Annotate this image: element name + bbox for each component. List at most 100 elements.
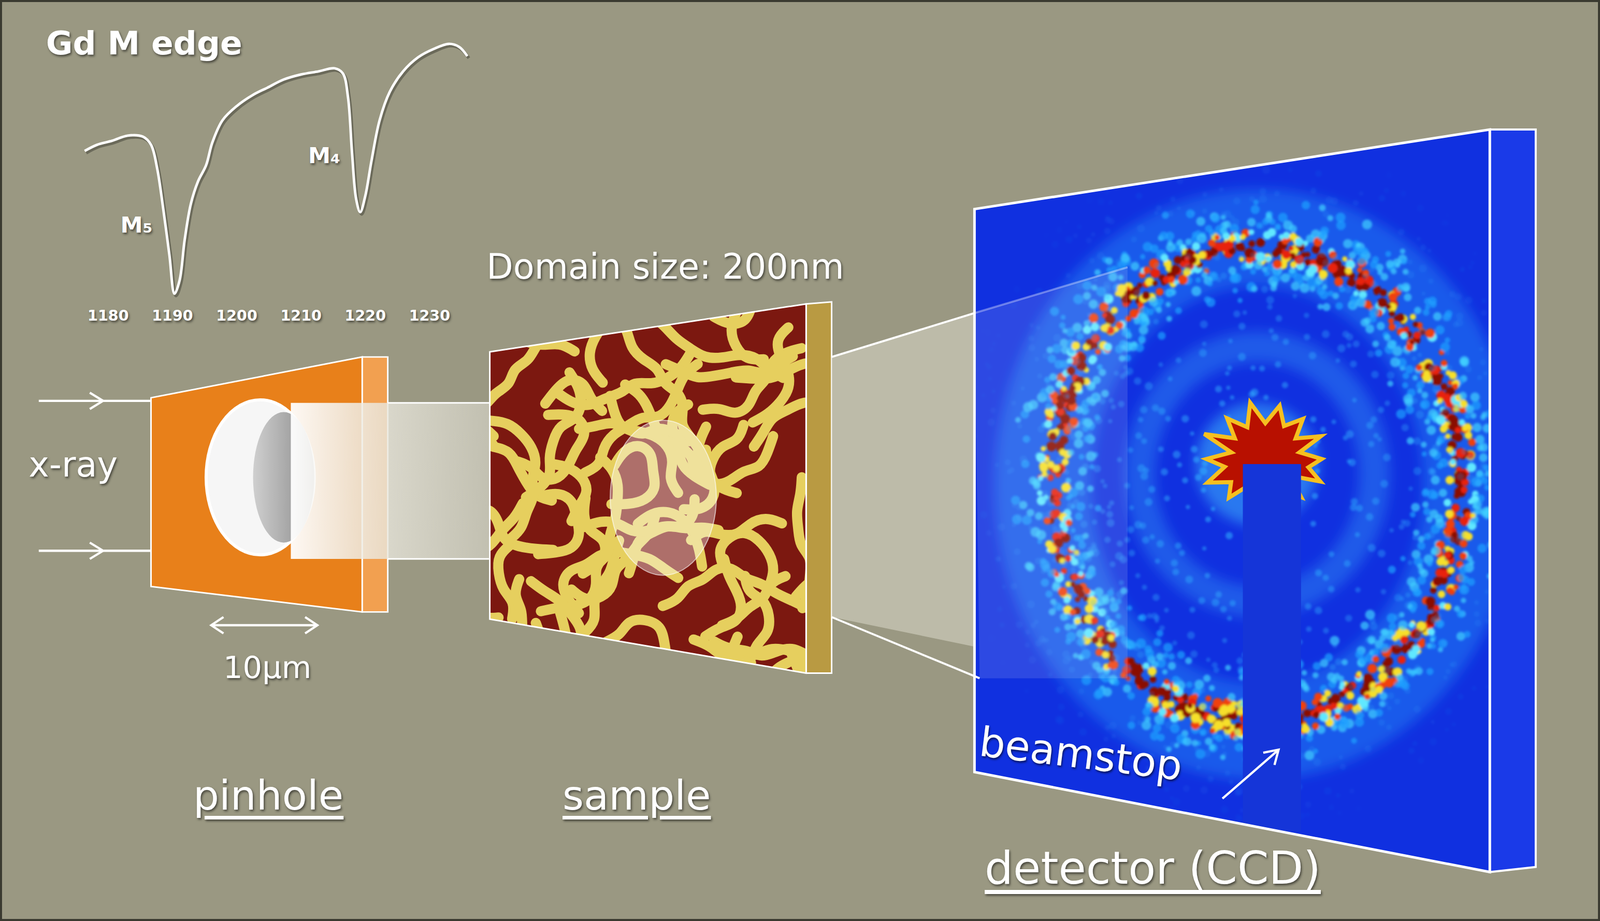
diffraction-ring-part-part [1259,187,1266,195]
diffraction-ring-part-part [1453,584,1459,590]
diffraction-ring-part-part [1423,508,1432,516]
diffraction-ring-part-part [1319,290,1329,300]
diffraction-ring-part-part [1140,254,1146,260]
diffraction-ring-part-part [1345,614,1353,623]
diffraction-ring-part-part [1129,310,1135,316]
diffraction-ring-part-part [1484,589,1489,594]
diffraction-ring-part-part [1405,365,1415,374]
diffraction-ring-part-part [1202,341,1207,347]
diffraction-ring-part-part [1403,293,1412,301]
diffraction-ring-part-part [1460,358,1467,366]
diffraction-ring-part-part [1400,555,1406,561]
diffraction-ring-part-part [1172,685,1179,693]
diffraction-ring-part-part [1200,320,1208,329]
diffraction-ring-part-part [1136,282,1143,288]
diffraction-ring-part-part [1470,512,1476,518]
diffraction-ring-part-part [1433,312,1443,322]
diffraction-ring-part-part [1464,413,1471,420]
diffraction-ring-part-part [1380,272,1389,281]
diffraction-ring-part-part [1403,394,1414,405]
diffraction-ring-part-part [1436,462,1444,469]
diffraction-ring-part-part [1353,290,1360,297]
diffraction-ring-part-part [1388,323,1396,331]
diffraction-ring-part-part [1421,451,1427,457]
diffraction-ring-part-part [1312,661,1321,671]
diffraction-ring-part-part [1427,628,1435,636]
diffraction-ring-part-part [1213,719,1224,731]
diffraction-ring-part-part [1460,597,1466,603]
diffraction-ring-part-part [1322,303,1331,311]
diffraction-ring-part-part [1143,266,1151,275]
diffraction-ring-part-part [1176,696,1184,704]
magnetic-domains-part [752,327,789,423]
diffraction-ring-part-part [1147,666,1157,676]
diffraction-ring-part-part [1157,332,1166,340]
xray-arrows-part [38,399,154,402]
diffraction-ring-part-part [1418,264,1427,273]
diffraction-ring-part-part [1274,361,1281,368]
diffraction-ring-part-part [1437,373,1444,379]
diffraction-ring [973,132,1506,838]
diffraction-ring-part-part [1133,377,1142,385]
diffraction-ring-part-part [1137,312,1143,317]
diffraction-ring-part-part [1412,534,1418,540]
diffraction-ring-part-part [1298,241,1304,247]
diffraction-ring-part-part [1454,426,1462,434]
diffraction-ring-part-part [1193,456,1200,463]
diffraction-ring-part-part [1222,730,1229,737]
diffraction-ring-part-part [1158,708,1167,716]
diffraction-ring-part-part [1379,635,1387,642]
diffraction-ring-part-part [1201,460,1208,467]
diffraction-ring-part-part [1448,588,1455,596]
magnetic-domains-part [442,630,547,734]
diffraction-ring-part-part [1127,692,1135,700]
diffraction-ring-part-part [1141,584,1147,590]
diffraction-ring-part-part [1470,412,1477,419]
diffraction-ring-part-part [1430,475,1440,485]
diffraction-ring-part-part [1172,640,1178,646]
magnetic-domains-part [716,636,805,729]
diffraction-ring-part-part [1398,524,1405,530]
diffraction-ring-part-part [1215,733,1224,742]
diffraction-ring-part-part [1199,728,1207,736]
diffraction-ring-part-part [1444,551,1452,559]
diffraction-ring-part-part [1384,677,1394,688]
sample-film-part [805,301,832,674]
diffraction-ring-part-part [1388,565,1396,574]
diffraction-ring-part-part [1402,382,1409,389]
diffraction-ring-part-part [1262,256,1268,263]
diffraction-ring-part-part [1426,414,1433,421]
beam-edge [387,401,490,404]
diffraction-ring-part-part [1215,385,1222,393]
diffraction-ring-part-part [1436,557,1445,567]
diffraction-ring-part-part [1410,502,1420,512]
diffraction-ring-part-part [1157,686,1167,696]
diffraction-ring-part-part [1301,723,1308,730]
diffraction-ring-part-part [1194,473,1202,481]
diffraction-ring-part-part [1203,674,1211,682]
diffraction-ring-part-part [1453,433,1463,442]
diffraction-ring-part-part [1164,288,1174,297]
diffraction-ring-part-part [1182,477,1189,484]
diffraction-ring-part-part [1388,318,1395,325]
diffraction-ring-part-part [1426,667,1434,675]
diffraction-ring-part-part [1224,664,1231,671]
diffraction-ring-part-part [1415,364,1423,371]
diffraction-ring-part-part [1441,314,1449,322]
diffraction-ring-part-part [1406,437,1415,445]
diffraction-ring-part-part [1404,687,1411,695]
diffraction-ring-part-part [1418,327,1426,335]
diffraction-ring-part-part [1422,501,1429,508]
magnetic-domains-part [502,609,571,685]
magnetic-domains-part [377,579,499,618]
diffraction-ring-part-part [1342,687,1349,694]
diffraction-ring-part-part [1203,140,1212,149]
diffraction-ring-part-part [1451,503,1460,512]
diffraction-ring-part-part [1238,253,1244,259]
diffraction-ring-part-part [1453,402,1460,410]
spectrum-curve [84,44,470,296]
diffraction-ring-part-part [1318,231,1324,237]
diffraction-ring-part-part [1348,681,1357,689]
diffraction-ring-part-part [1328,585,1335,593]
diffraction-ring-part-part [1163,697,1170,703]
